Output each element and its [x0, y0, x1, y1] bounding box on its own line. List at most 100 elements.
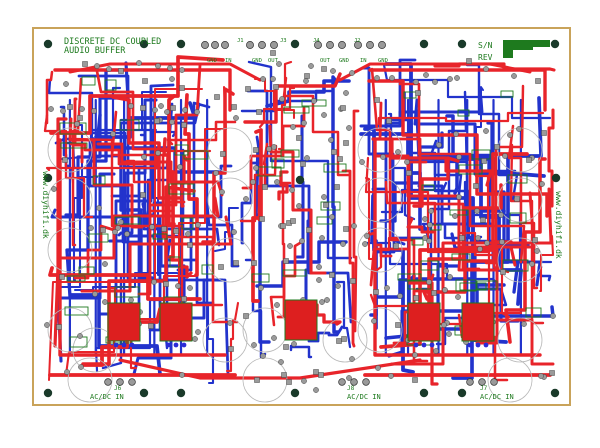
via — [308, 63, 314, 69]
via — [152, 107, 158, 113]
component-outline — [500, 90, 514, 98]
via — [271, 335, 277, 341]
bottom-trace — [445, 114, 459, 195]
smd-pad — [259, 216, 265, 222]
regulator-pin — [181, 342, 187, 348]
via — [384, 285, 390, 291]
via — [194, 109, 200, 115]
smd-pad — [334, 184, 340, 190]
smd-pad — [281, 372, 287, 378]
via — [169, 76, 175, 82]
smd-pad — [300, 161, 306, 167]
connector-pad — [270, 41, 278, 49]
via — [185, 231, 191, 237]
connector-pad — [128, 378, 136, 386]
mounting-hole — [419, 388, 429, 398]
via — [441, 322, 447, 328]
regulator-pin — [483, 342, 489, 348]
serial-rev-block: S/N REV — [478, 40, 550, 62]
via — [167, 65, 173, 71]
via — [319, 299, 325, 305]
smd-pad — [343, 226, 349, 232]
connector-pad — [326, 41, 334, 49]
smd-pad — [283, 344, 289, 350]
via — [329, 214, 335, 220]
via — [483, 66, 489, 72]
component-outline — [114, 216, 141, 225]
component-outline — [251, 273, 270, 283]
top-trace — [53, 117, 68, 348]
via — [106, 66, 112, 72]
bottom-trace — [255, 240, 348, 288]
component-outline — [455, 279, 477, 292]
top-trace — [377, 111, 545, 126]
smd-pad — [386, 118, 392, 124]
connector-j8-ref: J8 — [347, 385, 355, 392]
mounting-hole — [43, 39, 53, 49]
component-outline — [316, 216, 333, 225]
smd-pad — [466, 58, 472, 64]
via — [455, 294, 461, 300]
top-arc-trace — [118, 358, 422, 380]
capacitor-outline — [207, 127, 253, 173]
smd-pad — [256, 109, 262, 115]
via — [426, 279, 432, 285]
component-outline — [168, 183, 195, 195]
mounting-hole — [550, 39, 560, 49]
regulator-right-1 — [407, 302, 441, 342]
via — [251, 342, 257, 348]
via — [456, 194, 462, 200]
smd-pad — [214, 94, 220, 100]
component-outline — [420, 260, 439, 271]
component-outline — [201, 264, 214, 275]
via — [413, 79, 419, 85]
component-outline — [59, 122, 87, 135]
via — [477, 246, 483, 252]
via — [422, 235, 428, 241]
mounting-hole — [43, 173, 53, 183]
component-outline — [257, 166, 282, 177]
smd-pad — [62, 157, 68, 163]
top-trace — [538, 234, 555, 293]
connector-j3-out: OUT — [268, 58, 279, 64]
via — [296, 203, 302, 209]
component-outline — [525, 307, 542, 318]
mounting-hole — [295, 175, 305, 185]
smd-pad — [140, 105, 146, 111]
via — [343, 90, 349, 96]
board-title-line2: AUDIO BUFFER — [64, 46, 126, 56]
smd-pad — [140, 192, 146, 198]
via — [404, 159, 410, 165]
smd-pad — [459, 235, 465, 241]
top-trace — [269, 181, 292, 327]
connector-j7-label: AC/DC IN — [480, 393, 514, 401]
connector-j3-ref: J3 — [280, 38, 287, 44]
via — [538, 373, 544, 379]
smd-pad — [329, 272, 335, 278]
smd-pad — [220, 151, 226, 157]
top-trace — [80, 215, 233, 293]
smd-pad — [321, 66, 327, 72]
via — [136, 60, 142, 66]
component-outline — [476, 280, 498, 290]
bottom-trace — [486, 121, 520, 294]
smd-pad — [187, 242, 193, 248]
component-outline — [280, 149, 300, 158]
top-trace — [137, 63, 202, 296]
top-trace — [282, 76, 351, 177]
via — [250, 179, 256, 185]
smd-pad — [473, 183, 479, 189]
via — [324, 297, 330, 303]
smd-pad — [373, 289, 379, 295]
via — [94, 63, 100, 69]
via — [279, 96, 285, 102]
connector-pad — [338, 41, 346, 49]
via — [141, 154, 147, 160]
smd-pad — [262, 184, 268, 190]
capacitor-outline — [497, 237, 543, 283]
regulator-pin — [121, 342, 127, 348]
connector-j1-in: IN — [225, 58, 232, 64]
smd-pad — [254, 377, 260, 383]
component-outline — [119, 119, 140, 131]
via — [346, 125, 352, 131]
